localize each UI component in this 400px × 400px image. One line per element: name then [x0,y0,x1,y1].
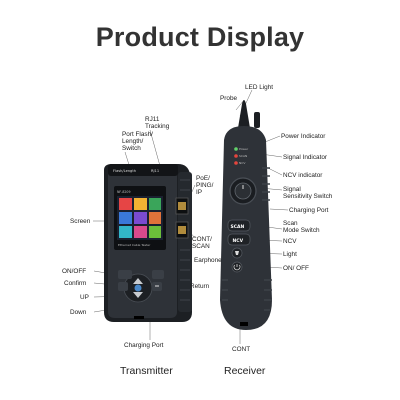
label-probe: Probe [220,95,238,102]
label-rx-onoff: ON/ OFF [283,265,309,272]
rx-button-text-ncv: NCV [233,238,244,244]
rx-button-text-scan: SCAN [231,224,245,230]
label-cont-scan: CONT/ SCAN [192,236,212,251]
label-scan-mode: Scan Mode Switch [283,220,320,235]
label-up: UP [80,294,89,301]
caption-transmitter: Transmitter [120,365,173,377]
label-led-light: LED Light [245,84,274,91]
label-signal-indicator: Signal Indicator [283,154,328,161]
tx-screen-bottom: Ethernet Cable Tester [118,243,151,247]
tx-top-label-flash: Flash/Length [113,169,136,173]
caption-receiver: Receiver [224,365,266,377]
transmitter-device [104,164,192,322]
label-ncv: NCV [283,238,297,245]
label-return: Return [190,283,210,290]
label-light: Light [283,251,297,258]
rx-led-text-scan: SCAN [239,154,247,158]
rx-led-text-power: Power [239,147,249,151]
label-down: Down [70,309,87,316]
rx-led-text-ncv: NCV [239,161,246,165]
label-rj11-tracking: RJ11 Tracking [145,116,170,131]
label-sensitivity-switch: Signal Sensitivity Switch [283,186,333,201]
page-title: Product Display [95,22,305,52]
label-ncv-indicator: NCV indicator [283,172,323,179]
label-port-flash: Port Flash/ Length/ Switch [122,131,153,153]
label-screen: Screen [70,218,91,225]
receiver-device [220,100,272,330]
label-poe-ping-ip: PoE/ PING/ IP [196,175,214,197]
label-earphone: Earphone [194,257,222,264]
label-cont: CONT [232,346,251,353]
tx-brand: NF-8209 [117,190,130,194]
tx-top-label-rj11: RJ11 [151,169,159,173]
label-tx-charging: Charging Port [124,342,164,349]
label-power-indicator: Power Indicator [281,133,326,140]
label-tx-onoff: ON/OFF [62,268,87,275]
label-rx-charging: Charging Port [289,207,329,214]
label-confirm: Confirm [64,280,87,287]
screen-app-grid [119,198,161,238]
